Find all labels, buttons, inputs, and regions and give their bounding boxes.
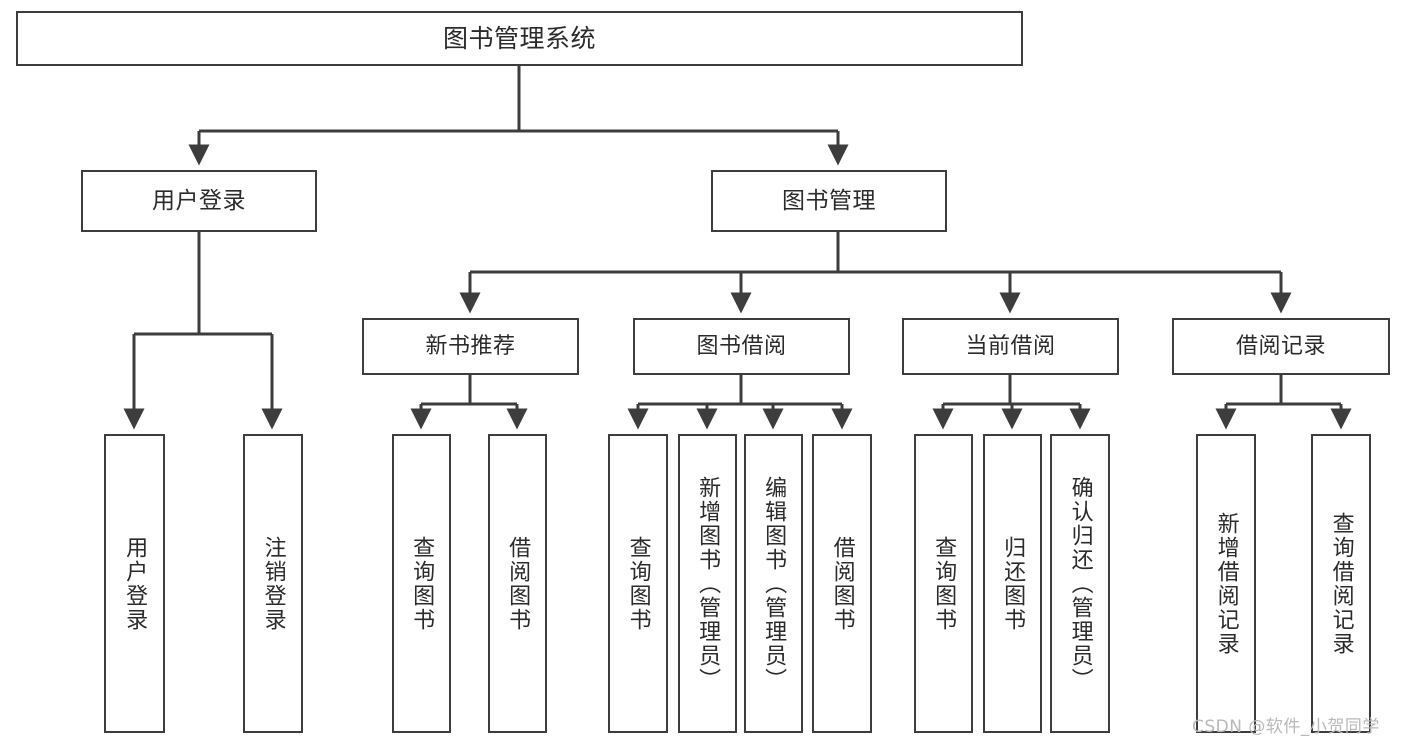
leaf-node-label: 确认归还（管理员） [1067, 475, 1093, 692]
leaf-node-label: 查询图书 [625, 535, 651, 632]
leaf-node-label: 查询借阅记录 [1328, 511, 1354, 656]
node-new-book-recommend-label: 新书推荐 [425, 333, 516, 359]
leaf-node-label: 借阅图书 [829, 535, 855, 632]
leaf-node-label: 编辑图书（管理员） [761, 475, 787, 692]
leaf-node[interactable]: 查询图书 [608, 434, 668, 733]
node-book-borrow-label: 图书借阅 [696, 333, 787, 359]
leaf-node-label: 注销登录 [260, 535, 286, 632]
leaf-node-label: 归还图书 [1000, 535, 1026, 632]
node-root-label: 图书管理系统 [442, 24, 596, 53]
node-borrow-record-label: 借阅记录 [1235, 333, 1326, 359]
leaf-node[interactable]: 注销登录 [243, 434, 303, 733]
leaf-node-label: 查询图书 [409, 535, 435, 632]
leaf-node[interactable]: 查询借阅记录 [1311, 434, 1371, 733]
leaf-node[interactable]: 确认归还（管理员） [1050, 434, 1110, 733]
node-user-login[interactable]: 用户登录 [81, 170, 317, 232]
node-borrow-record[interactable]: 借阅记录 [1172, 318, 1390, 375]
leaf-node-label: 用户登录 [122, 535, 148, 632]
node-root-system[interactable]: 图书管理系统 [16, 11, 1023, 66]
csdn-watermark: CSDN @软件_小贺同学 [1192, 717, 1380, 737]
leaf-node[interactable]: 查询图书 [914, 434, 973, 733]
node-book-management-label: 图书管理 [782, 187, 876, 214]
leaf-node[interactable]: 归还图书 [983, 434, 1042, 733]
node-user-login-label: 用户登录 [152, 187, 246, 214]
leaf-node-label: 新增图书（管理员） [695, 475, 721, 692]
node-current-borrow-label: 当前借阅 [965, 333, 1056, 359]
node-current-borrow[interactable]: 当前借阅 [902, 318, 1119, 375]
node-new-book-recommend[interactable]: 新书推荐 [362, 318, 579, 375]
leaf-node[interactable]: 借阅图书 [812, 434, 872, 733]
leaf-node-label: 新增借阅记录 [1213, 511, 1239, 656]
leaf-node[interactable]: 新增借阅记录 [1196, 434, 1256, 733]
node-book-management[interactable]: 图书管理 [711, 170, 947, 232]
leaf-node[interactable]: 编辑图书（管理员） [744, 434, 803, 733]
node-book-borrow[interactable]: 图书借阅 [633, 318, 850, 375]
leaf-node-label: 借阅图书 [505, 535, 531, 632]
leaf-node[interactable]: 用户登录 [104, 434, 165, 733]
leaf-node-label: 查询图书 [931, 535, 957, 632]
leaf-node[interactable]: 查询图书 [392, 434, 451, 733]
leaf-node[interactable]: 新增图书（管理员） [678, 434, 737, 733]
leaf-node[interactable]: 借阅图书 [488, 434, 547, 733]
